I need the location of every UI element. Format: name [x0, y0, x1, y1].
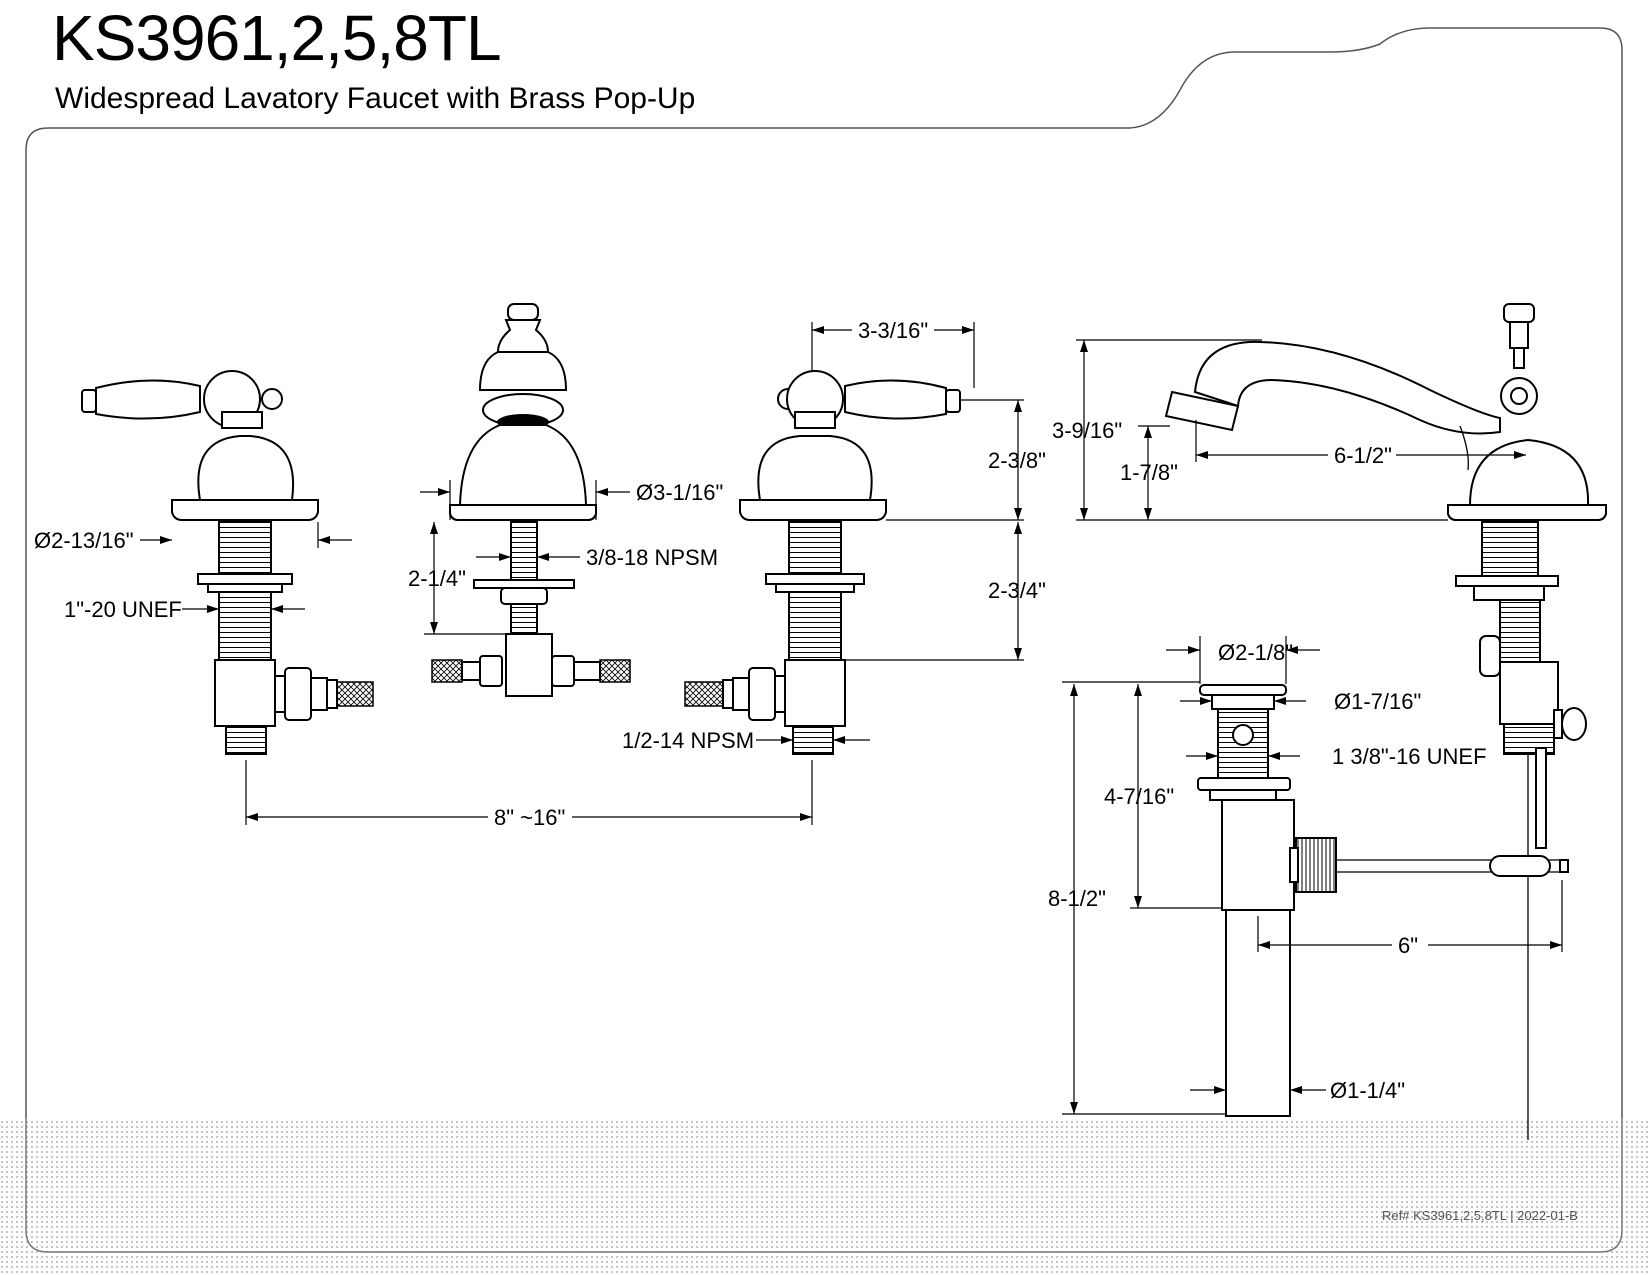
- dim-shank-length: 2-3/4": [988, 578, 1046, 603]
- dim-tailpiece-dia: Ø1-1/4": [1330, 1078, 1405, 1103]
- spout-side-view: [1164, 303, 1607, 1140]
- dim-thread-unef-1: 1"-20 UNEF: [64, 597, 182, 622]
- dim-drain-thread: 1 3/8"-16 UNEF: [1332, 744, 1487, 769]
- dim-spout-height: 3-9/16": [1052, 418, 1122, 443]
- right-handle-valve: [684, 370, 961, 755]
- dim-pivot-rod-offset: 6": [1398, 933, 1418, 958]
- model-title: KS3961,2,5,8TL: [52, 2, 502, 74]
- spout-front-view: [431, 303, 631, 697]
- pop-up-drain: [1197, 684, 1569, 1117]
- dim-shank-height: 2-1/4": [408, 566, 466, 591]
- dim-handle-height: 2-3/8": [988, 448, 1046, 473]
- reference-number: Ref# KS3961,2,5,8TL | 2022-01-B: [1382, 1208, 1578, 1223]
- left-handle-valve: [81, 370, 374, 755]
- dim-aerator-height: 1-7/8": [1120, 460, 1178, 485]
- dim-handle-flange-dia: Ø2-13/16": [34, 528, 134, 553]
- dim-npsm-1-2: 1/2-14 NPSM: [622, 728, 754, 753]
- dim-drain-total-height: 8-1/2": [1048, 886, 1106, 911]
- dim-drain-cap-dia: Ø1-7/16": [1334, 689, 1421, 714]
- product-subtitle: Widespread Lavatory Faucet with Brass Po…: [55, 82, 696, 115]
- dimension-lines: [140, 322, 1563, 1115]
- dim-drain-flange-dia: Ø2-1/8": [1218, 640, 1293, 665]
- dim-spout-reach: 6-1/2": [1334, 443, 1392, 468]
- dim-drain-body-height: 4-7/16": [1104, 784, 1174, 809]
- dim-spout-flange-dia: Ø3-1/16": [636, 480, 723, 505]
- dotted-band: [0, 1118, 1650, 1275]
- dim-spread: 8" ~16": [494, 805, 565, 830]
- dim-handle-width: 3-3/16": [858, 318, 928, 343]
- dim-npsm-3-8: 3/8-18 NPSM: [586, 545, 718, 570]
